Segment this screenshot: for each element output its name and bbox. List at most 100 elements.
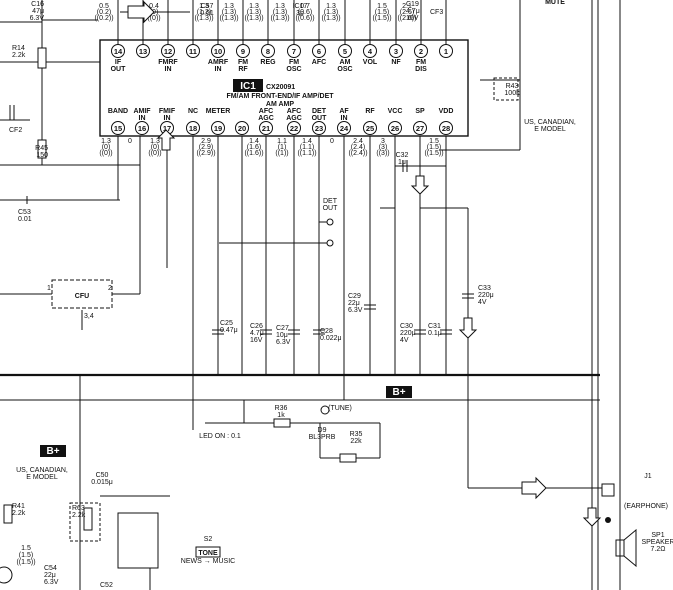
ic1-pin-18	[186, 121, 200, 135]
ic1-pin-24	[337, 121, 351, 135]
det-out-terminal	[326, 218, 334, 226]
ic1-pin-voltage-16: 0	[128, 138, 132, 145]
led-on-label: LED ON : 0.1	[199, 433, 241, 440]
ic1-pin-voltage-23: 1.4(1.1)((1.1))	[297, 138, 316, 157]
ic1-pin-number-15: 15	[114, 124, 122, 133]
ic1-pin-name-4: VOL	[363, 59, 378, 66]
ic1-pin-number-8: 8	[266, 47, 270, 56]
ic1-name: IC1	[240, 81, 256, 92]
ic1-pin-7	[287, 44, 301, 58]
voltage-1p5-label: 1.5(1.5)((1.5))	[16, 545, 35, 566]
ic1-pin-number-13: 13	[139, 47, 147, 56]
cfu-pin2: 2	[108, 285, 112, 292]
ic1-pin-1	[439, 44, 453, 58]
ic1-pin-name-27: SP	[415, 108, 425, 115]
ic1-pin-number-19: 19	[214, 124, 222, 133]
ic1-pin-number-27: 27	[416, 124, 424, 133]
ic1-pin-number-28: 28	[442, 124, 450, 133]
ic1-pin-voltage-21: 1.4(1.6)((1.6))	[244, 138, 263, 157]
ic1-pin-number-22: 22	[290, 124, 298, 133]
ic1-pin-21	[259, 121, 273, 135]
ic1-body	[99, 39, 469, 137]
ic1-pin-voltage-9: 1.3(1.3)((1.3))	[219, 3, 238, 22]
ic1-pin-voltage-7: 1.3(1.3)((1.3))	[270, 3, 289, 22]
ic1-pin-name-19: METER	[206, 108, 231, 115]
ic1-pin-10	[211, 44, 225, 58]
ic1-pin-number-25: 25	[366, 124, 374, 133]
ic1-pin-number-26: 26	[391, 124, 399, 133]
ic1-pin-voltage-15: 1.3(0)((0))	[99, 138, 112, 157]
ic1-pin-name-3: NF	[391, 59, 401, 66]
ic1-pin-voltage-14: 0.5(0.2)((0.2))	[94, 3, 113, 22]
ic1-pin-16	[135, 121, 149, 135]
ic1-pin-voltage-8: 1.3(1.3)((1.3))	[244, 3, 263, 22]
cfu-pin1: 1	[47, 285, 51, 292]
ic1-pin-8	[261, 44, 275, 58]
ic1-pin-2	[414, 44, 428, 58]
ic1-pin-4	[363, 44, 377, 58]
ic1-pin-23	[312, 121, 326, 135]
bplus-label-1: B+	[392, 387, 405, 398]
ic1-pin-27	[413, 121, 427, 135]
ic1-pin-number-4: 4	[368, 47, 373, 56]
ic1-pin-name-26: VCC	[388, 108, 403, 115]
ic1-pin-number-3: 3	[394, 47, 398, 56]
ic1-pin-name-18: NC	[188, 108, 198, 115]
ic1-function-2: AM AMP	[266, 101, 294, 108]
ic1-pin-name-15: BAND	[108, 108, 128, 115]
ic1-part: CX20091	[266, 84, 295, 91]
bplus-tag-1	[386, 386, 412, 398]
ic1-pin-voltage-19: 2.9(2.9)((2.9))	[196, 138, 215, 157]
ic1-pin-number-20: 20	[238, 124, 246, 133]
tune-label: (TUNE)	[328, 405, 352, 412]
ic1-pin-name-6: AFC	[312, 59, 326, 66]
ic1-pin-number-10: 10	[214, 47, 222, 56]
r43-note: US, CANADIAN,E MODEL	[524, 119, 576, 133]
cf2-label: CF2	[9, 127, 22, 134]
signal-arrows	[127, 0, 602, 527]
mute-label: MUTE	[545, 0, 565, 6]
ic1-pin-number-9: 9	[241, 47, 245, 56]
ic1-pin-19	[211, 121, 225, 135]
ic1-pin-number-2: 2	[419, 47, 423, 56]
ic1-pin-number-18: 18	[189, 124, 197, 133]
ic1-title: IC1	[233, 79, 263, 92]
ic1-pin-voltage-17: 1.3(0)((0))	[148, 138, 161, 157]
ic1-pin-6	[312, 44, 326, 58]
earphone-label: (EARPHONE)	[624, 503, 668, 510]
ic1-pin-number-7: 7	[292, 47, 296, 56]
ic1-pin-number-5: 5	[343, 47, 347, 56]
ic1-pin-number-14: 14	[114, 47, 123, 56]
ic1-pin-number-24: 24	[340, 124, 349, 133]
ic1-pin-11	[186, 44, 200, 58]
ic1-pin-number-1: 1	[444, 47, 448, 56]
c52-label: C52	[100, 582, 113, 589]
cf3-label: CF3	[430, 9, 443, 16]
ic1-pin-26	[388, 121, 402, 135]
ic1-pin-number-11: 11	[189, 47, 197, 56]
ic1-pin-voltage-5: 1.3(1.3)((1.3))	[321, 3, 340, 22]
